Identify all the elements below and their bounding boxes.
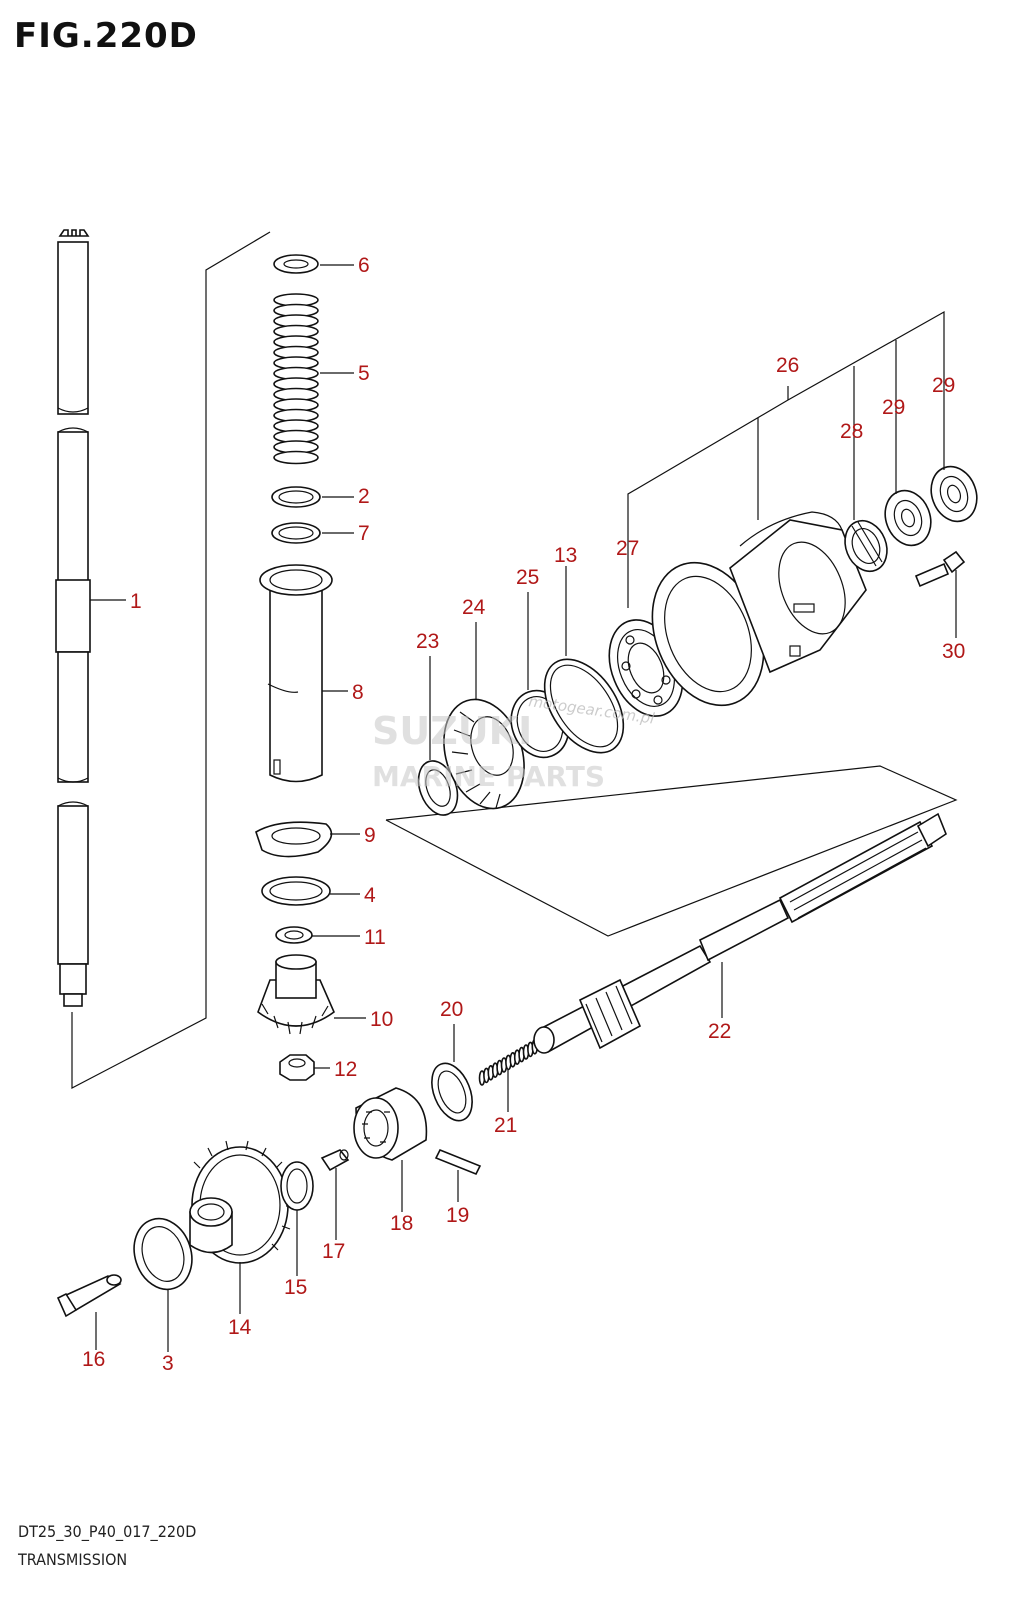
group-bracket-driveshaft <box>71 231 271 1089</box>
part-22-propeller-shaft[interactable] <box>385 765 958 1054</box>
callout-27: 27 <box>616 537 639 560</box>
callout-8: 8 <box>352 681 364 704</box>
callout-15: 15 <box>284 1276 307 1299</box>
watermark-brand-bottom: MARINE PARTS <box>372 760 605 793</box>
part-15-ring[interactable] <box>280 1161 314 1211</box>
part-30-bolt[interactable] <box>914 550 966 588</box>
callout-labels: 1 2 3 4 5 6 7 8 9 10 11 12 13 14 15 16 1… <box>82 254 965 1375</box>
part-19-pin[interactable] <box>434 1148 482 1176</box>
part-21-spring[interactable] <box>478 1039 539 1086</box>
part-20-spring-clip[interactable] <box>424 1057 480 1126</box>
group-bracket-propshaft <box>385 765 958 937</box>
part-29-oil-seal[interactable] <box>878 484 938 552</box>
part-18-clutch-dog[interactable] <box>353 1087 428 1161</box>
callout-22: 22 <box>708 1020 731 1043</box>
part-6-circlip[interactable] <box>273 254 319 274</box>
part-13-o-ring[interactable] <box>528 645 639 767</box>
part-23-washer[interactable] <box>412 756 465 821</box>
figure-title: FIG.220D <box>14 16 198 56</box>
part-29-oil-seal-outer[interactable] <box>924 460 984 528</box>
part-26-bearing-housing[interactable] <box>632 511 867 722</box>
part-4-clip[interactable] <box>261 876 331 906</box>
part-5-spring[interactable] <box>273 293 319 465</box>
callout-14: 14 <box>228 1316 252 1339</box>
spring-coil <box>273 450 319 465</box>
part-3-shim[interactable] <box>125 1211 201 1297</box>
figure-name: TRANSMISSION <box>18 1550 128 1569</box>
part-17-pin[interactable] <box>320 1149 350 1172</box>
callout-21: 21 <box>494 1114 517 1137</box>
part-28-needle-bearing[interactable] <box>838 514 895 577</box>
callout-23: 23 <box>416 630 439 653</box>
part-2-washer[interactable] <box>271 486 321 508</box>
part-11-washer[interactable] <box>275 926 313 944</box>
part-9-plate[interactable] <box>255 821 333 858</box>
callout-6: 6 <box>358 254 370 277</box>
callout-20: 20 <box>440 998 463 1021</box>
callout-13: 13 <box>554 544 577 567</box>
watermark-brand-top: SUZUKI <box>372 709 532 753</box>
callout-24: 24 <box>462 596 486 619</box>
part-10-pinion-gear[interactable] <box>257 954 335 1035</box>
callout-30: 30 <box>942 640 965 663</box>
callout-19: 19 <box>446 1204 469 1227</box>
leader-lines <box>90 264 957 1352</box>
callout-7: 7 <box>358 522 370 545</box>
figure-code: DT25_30_P40_017_220D <box>18 1522 197 1541</box>
callout-29b: 29 <box>932 374 955 397</box>
callout-9: 9 <box>364 824 376 847</box>
callout-1: 1 <box>130 590 142 613</box>
part-7-washer[interactable] <box>271 522 321 544</box>
part-12-nut[interactable] <box>279 1054 315 1081</box>
part-8-sleeve[interactable] <box>259 564 333 783</box>
callout-11: 11 <box>364 926 386 949</box>
callout-5: 5 <box>358 362 370 385</box>
part-1-drive-shaft[interactable] <box>55 229 91 1007</box>
callout-18: 18 <box>390 1212 413 1235</box>
callout-4: 4 <box>364 884 376 907</box>
callout-17: 17 <box>322 1240 345 1263</box>
callout-28: 28 <box>840 420 863 443</box>
callout-12: 12 <box>334 1058 357 1081</box>
part-24-reverse-gear[interactable] <box>431 689 538 819</box>
callout-16: 16 <box>82 1348 105 1371</box>
callout-2: 2 <box>358 485 370 508</box>
callout-25: 25 <box>516 566 539 589</box>
callout-10: 10 <box>370 1008 393 1031</box>
callout-26: 26 <box>776 354 799 377</box>
part-14-forward-gear[interactable] <box>189 1140 294 1264</box>
callout-3: 3 <box>162 1352 174 1375</box>
part-16-shift-cam[interactable] <box>56 1274 122 1318</box>
callout-29a: 29 <box>882 396 905 419</box>
